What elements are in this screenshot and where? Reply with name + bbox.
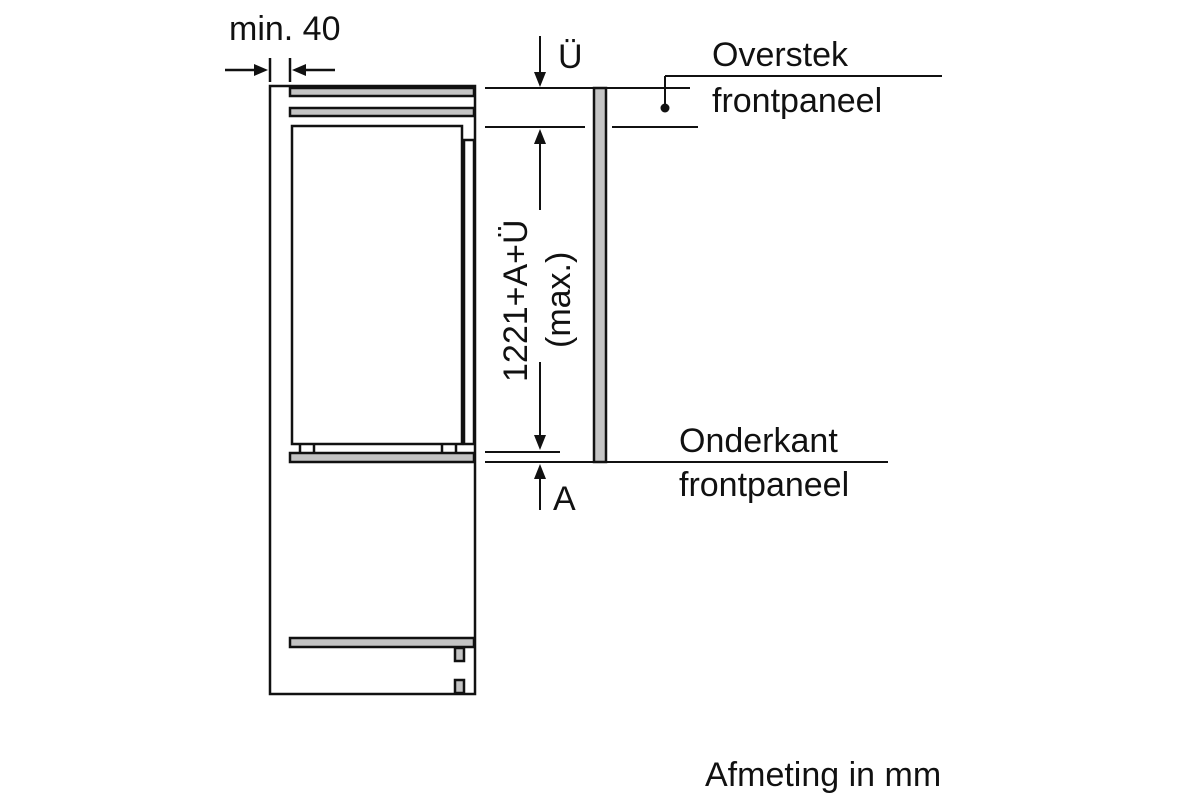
height-formula-label: 1221+A+Ü: [497, 219, 535, 382]
bottom-label-line2: frontpaneel: [679, 466, 850, 504]
dimension-arrowheads: [534, 72, 670, 479]
overhang-label-line2: frontpaneel: [712, 82, 883, 120]
bottom-symbol: A: [553, 480, 576, 518]
top-panel-1: [288, 86, 476, 98]
units-note: Afmeting in mm: [705, 756, 942, 794]
top-panel-2: [288, 106, 476, 118]
bottom-shelf: [288, 636, 476, 649]
front-panel: [592, 86, 608, 464]
overhang-label-line1: Overstek: [712, 36, 849, 74]
min-gap-label: min. 40: [229, 10, 341, 48]
overhang-symbol: Ü: [558, 38, 583, 76]
hinge-block-2: [453, 678, 466, 695]
middle-shelf: [288, 451, 476, 464]
bottom-label-line1: Onderkant: [679, 422, 838, 460]
gap-arrowheads: [254, 64, 306, 76]
appliance-body: [290, 124, 464, 446]
hinge-block-1: [453, 646, 466, 663]
height-qualifier-label: (max.): [540, 251, 578, 348]
appliance-door-edge: [462, 138, 476, 446]
